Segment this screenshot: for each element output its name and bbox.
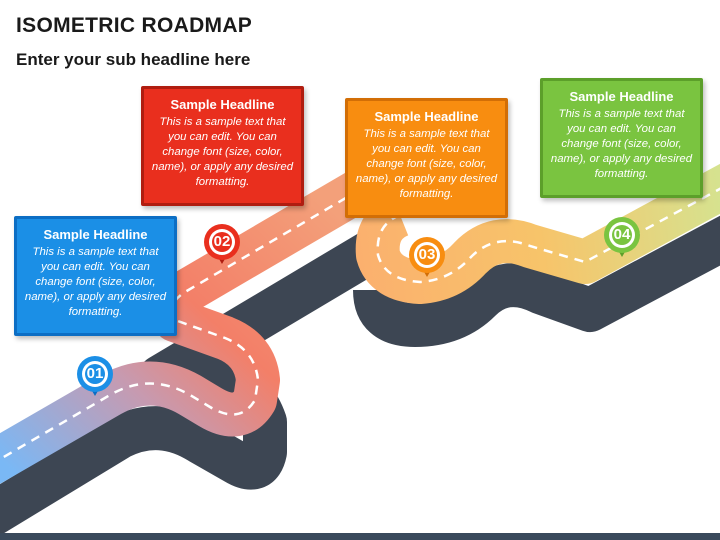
milestone-pin-4: 04	[604, 217, 640, 257]
milestone-pin-3: 03	[409, 237, 445, 277]
milestone-card-3: Sample Headline This is a sample text th…	[345, 98, 508, 218]
milestone-2-text: This is a sample text that you can edit.…	[151, 116, 294, 188]
milestone-1-headline: Sample Headline	[43, 227, 148, 242]
milestone-card-2: Sample Headline This is a sample text th…	[141, 86, 304, 206]
milestone-1-text: This is a sample text that you can edit.…	[24, 246, 167, 318]
milestone-pin-2: 02	[204, 224, 240, 264]
milestone-4-text: This is a sample text that you can edit.…	[550, 108, 693, 180]
milestone-card-4: Sample Headline This is a sample text th…	[540, 78, 703, 198]
milestone-3-headline: Sample Headline	[374, 109, 479, 124]
milestone-4-number: 04	[612, 225, 632, 245]
milestone-pin-1: 01	[77, 356, 113, 396]
milestone-2-number: 02	[212, 232, 232, 252]
milestone-4-headline: Sample Headline	[569, 89, 674, 104]
milestone-card-1: Sample Headline This is a sample text th…	[14, 216, 177, 336]
milestone-3-number: 03	[417, 245, 437, 265]
page-title: ISOMETRIC ROADMAP	[16, 14, 253, 37]
milestone-3-text: This is a sample text that you can edit.…	[355, 128, 498, 200]
milestone-2-headline: Sample Headline	[170, 97, 275, 112]
milestone-1-number: 01	[85, 364, 105, 384]
road-right-shadow	[353, 215, 720, 347]
page-subtitle: Enter your sub headline here	[16, 50, 251, 69]
bottom-bar	[0, 533, 720, 540]
road-right-dashes	[376, 187, 720, 284]
